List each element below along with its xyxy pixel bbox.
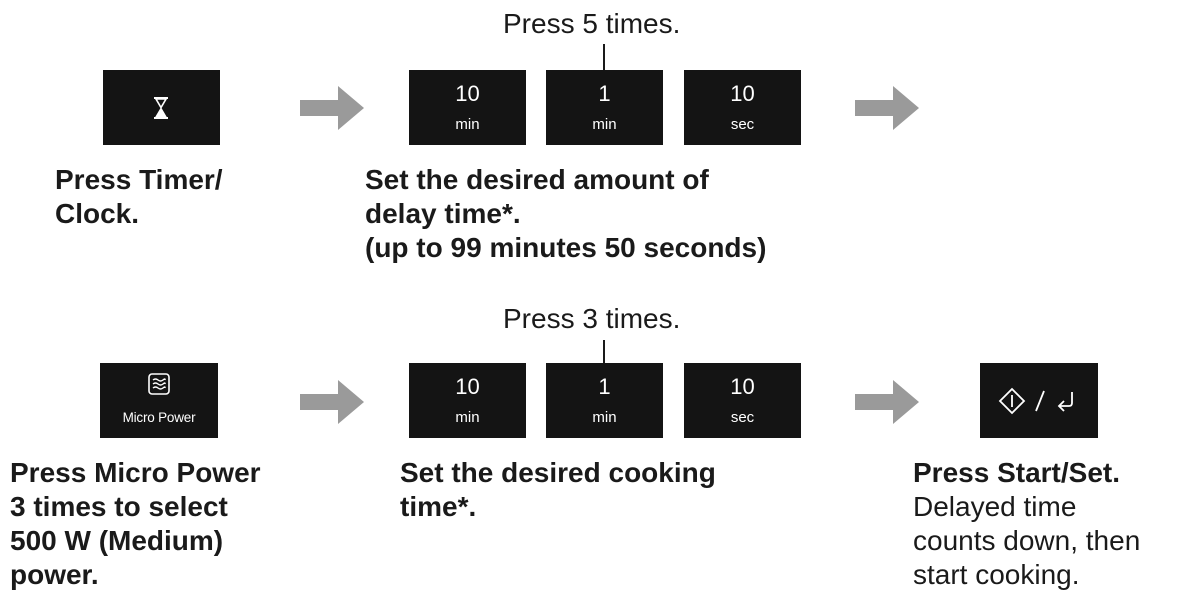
key-value: 10 xyxy=(455,374,480,399)
microwave-wave-icon xyxy=(148,373,170,395)
key-unit: sec xyxy=(730,409,755,426)
ten-minute-key[interactable]: 10 min xyxy=(409,70,526,145)
key-unit: min xyxy=(592,409,617,426)
cooking-time-step-caption: Set the desired cooking time*. xyxy=(400,456,716,524)
caption-line: Press Micro Power xyxy=(10,457,261,488)
caption-line: start cooking. xyxy=(913,559,1080,590)
one-minute-key[interactable]: 1 min xyxy=(546,70,663,145)
micro-power-key-label: Micro Power xyxy=(122,410,196,425)
key-unit: min xyxy=(455,409,480,426)
arrow-right-icon xyxy=(855,380,919,424)
delay-step-caption: Set the desired amount of delay time*. (… xyxy=(365,163,766,265)
key-value: 10 xyxy=(455,81,480,106)
caption-line: time*. xyxy=(400,491,477,522)
slash-separator-icon xyxy=(1035,390,1045,412)
start-step-caption: Press Start/Set. Delayed time counts dow… xyxy=(913,456,1140,592)
timer-clock-key[interactable] xyxy=(103,70,220,145)
caption-line: 500 W (Medium) xyxy=(10,525,224,556)
ten-minute-key[interactable]: 10 min xyxy=(409,363,526,438)
arrow-right-icon xyxy=(300,380,364,424)
enter-return-icon xyxy=(1057,392,1073,412)
press-count-label-row1: Press 5 times. xyxy=(503,8,681,39)
key-value: 1 xyxy=(598,81,611,106)
caption-line: Clock. xyxy=(55,198,140,229)
micro-power-step-caption: Press Micro Power 3 times to select 500 … xyxy=(10,456,261,592)
caption-line: power. xyxy=(10,559,99,590)
hourglass-icon xyxy=(154,97,168,119)
key-unit: min xyxy=(455,116,480,133)
caption-line: Set the desired cooking xyxy=(400,457,716,488)
timer-step-caption: Press Timer/ Clock. xyxy=(55,163,223,231)
press-count-label-row2: Press 3 times. xyxy=(503,303,681,334)
key-unit: min xyxy=(592,116,617,133)
caption-line: (up to 99 minutes 50 seconds) xyxy=(365,232,767,263)
caption-line: Press Timer/ xyxy=(55,164,223,195)
one-minute-key[interactable]: 1 min xyxy=(546,363,663,438)
press-indicator-line-row2 xyxy=(603,340,605,364)
arrow-right-icon xyxy=(855,86,919,130)
press-indicator-line-row1 xyxy=(603,44,605,70)
caption-line: counts down, then xyxy=(913,525,1141,556)
caption-line: Press Start/Set. xyxy=(913,457,1120,488)
start-diamond-icon xyxy=(998,387,1026,415)
caption-line: Set the desired amount of xyxy=(365,164,709,195)
caption-line: delay time*. xyxy=(365,198,521,229)
micro-power-key[interactable]: Micro Power xyxy=(100,363,218,438)
caption-line: 3 times to select xyxy=(10,491,228,522)
ten-second-key[interactable]: 10 sec xyxy=(684,363,801,438)
start-set-key[interactable] xyxy=(980,363,1098,438)
key-value: 10 xyxy=(730,81,755,106)
caption-line: Delayed time xyxy=(913,491,1077,522)
arrow-right-icon xyxy=(300,86,364,130)
ten-second-key[interactable]: 10 sec xyxy=(684,70,801,145)
key-value: 10 xyxy=(730,374,755,399)
key-value: 1 xyxy=(598,374,611,399)
key-unit: sec xyxy=(730,116,755,133)
